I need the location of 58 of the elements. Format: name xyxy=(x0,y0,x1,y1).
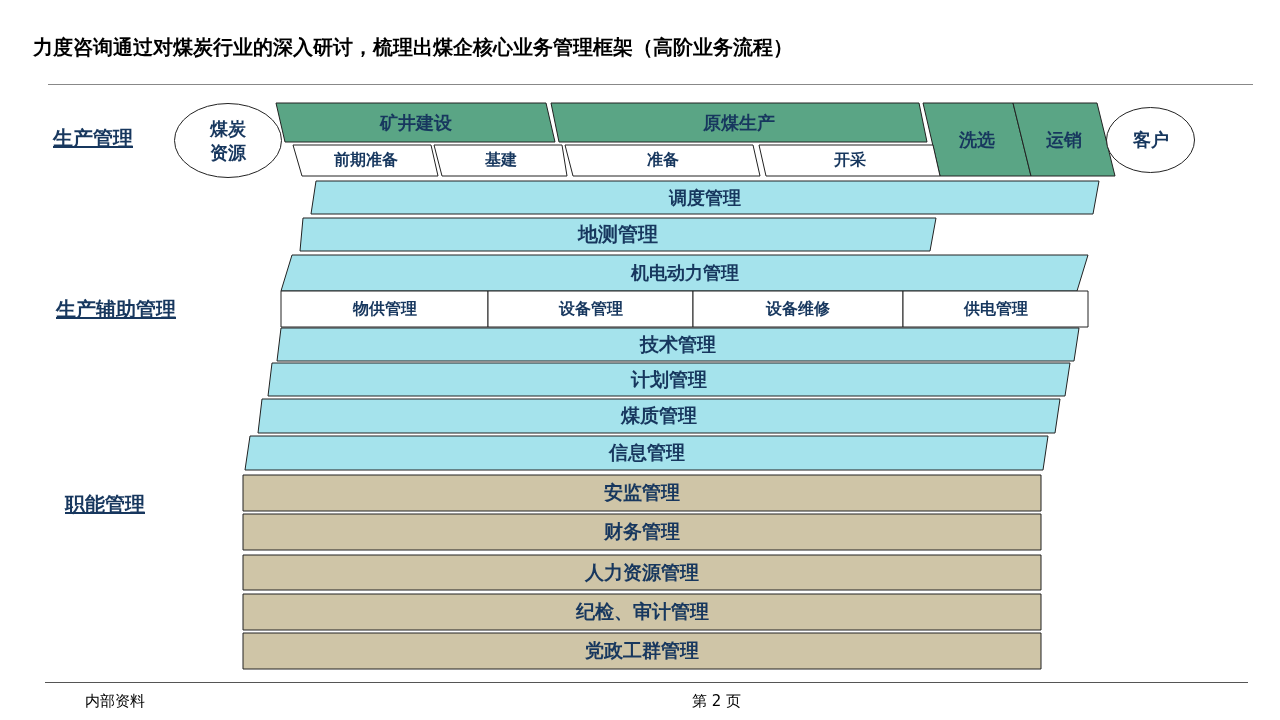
node-label: 矿井建设 xyxy=(379,110,452,135)
node-label: 财务管理 xyxy=(604,519,680,544)
process-band xyxy=(258,399,1060,433)
process-band xyxy=(243,514,1041,550)
process-band xyxy=(565,145,760,176)
node-label: 开采 xyxy=(833,150,866,171)
process-band xyxy=(243,555,1041,590)
node-label: 客户 xyxy=(1132,128,1169,152)
process-band xyxy=(243,594,1041,630)
node-label: 供电管理 xyxy=(963,298,1028,320)
node-label: 纪检、审计管理 xyxy=(575,599,709,624)
node-label: 原煤生产 xyxy=(703,110,775,135)
process-band xyxy=(1013,103,1115,176)
process-band xyxy=(300,218,936,251)
node-label: 煤质管理 xyxy=(621,403,697,428)
node-label: 地测管理 xyxy=(578,221,658,248)
process-band xyxy=(551,103,927,142)
node-label: 设备管理 xyxy=(558,298,623,320)
node-label: 煤炭资源 xyxy=(209,116,247,165)
page-number: 第 2 页 xyxy=(692,692,742,711)
process-band xyxy=(276,103,555,142)
process-band xyxy=(268,363,1070,396)
process-band xyxy=(245,436,1048,470)
process-band xyxy=(281,291,488,327)
node-label: 洗选 xyxy=(959,127,995,152)
node-label: 党政工群管理 xyxy=(585,638,699,663)
process-band xyxy=(693,291,903,327)
page-title: 力度咨询通过对煤炭行业的深入研讨，梳理出煤企核心业务管理框架（高阶业务流程） xyxy=(33,34,793,61)
process-band xyxy=(434,145,567,176)
node-label: 运销 xyxy=(1046,127,1082,152)
node-label: 前期准备 xyxy=(333,150,398,171)
process-band xyxy=(243,475,1041,511)
node-label: 准备 xyxy=(646,150,679,171)
node-label: 设备维修 xyxy=(766,298,830,320)
process-band xyxy=(923,103,1031,176)
terminal-ellipse xyxy=(174,103,282,178)
process-band xyxy=(281,255,1088,291)
node-label: 计划管理 xyxy=(631,366,707,392)
process-band xyxy=(759,145,940,176)
node-label: 技术管理 xyxy=(640,331,716,357)
process-band xyxy=(311,181,1099,214)
process-band xyxy=(293,145,438,176)
section-heading: 生产管理 xyxy=(53,125,133,152)
process-band xyxy=(488,291,693,327)
node-label: 物供管理 xyxy=(352,298,417,320)
process-band xyxy=(903,291,1088,327)
footer-note: 内部资料 xyxy=(85,692,145,711)
node-label: 调度管理 xyxy=(669,185,741,210)
node-label: 机电动力管理 xyxy=(630,261,739,285)
terminal-ellipse xyxy=(1106,107,1195,173)
section-heading: 生产辅助管理 xyxy=(56,296,176,323)
node-label: 基建 xyxy=(484,150,517,171)
node-label: 人力资源管理 xyxy=(585,559,699,585)
process-band xyxy=(277,328,1079,361)
process-band xyxy=(243,633,1041,669)
node-label: 信息管理 xyxy=(608,440,685,465)
section-heading: 职能管理 xyxy=(65,491,145,518)
node-label: 安监管理 xyxy=(604,480,680,505)
